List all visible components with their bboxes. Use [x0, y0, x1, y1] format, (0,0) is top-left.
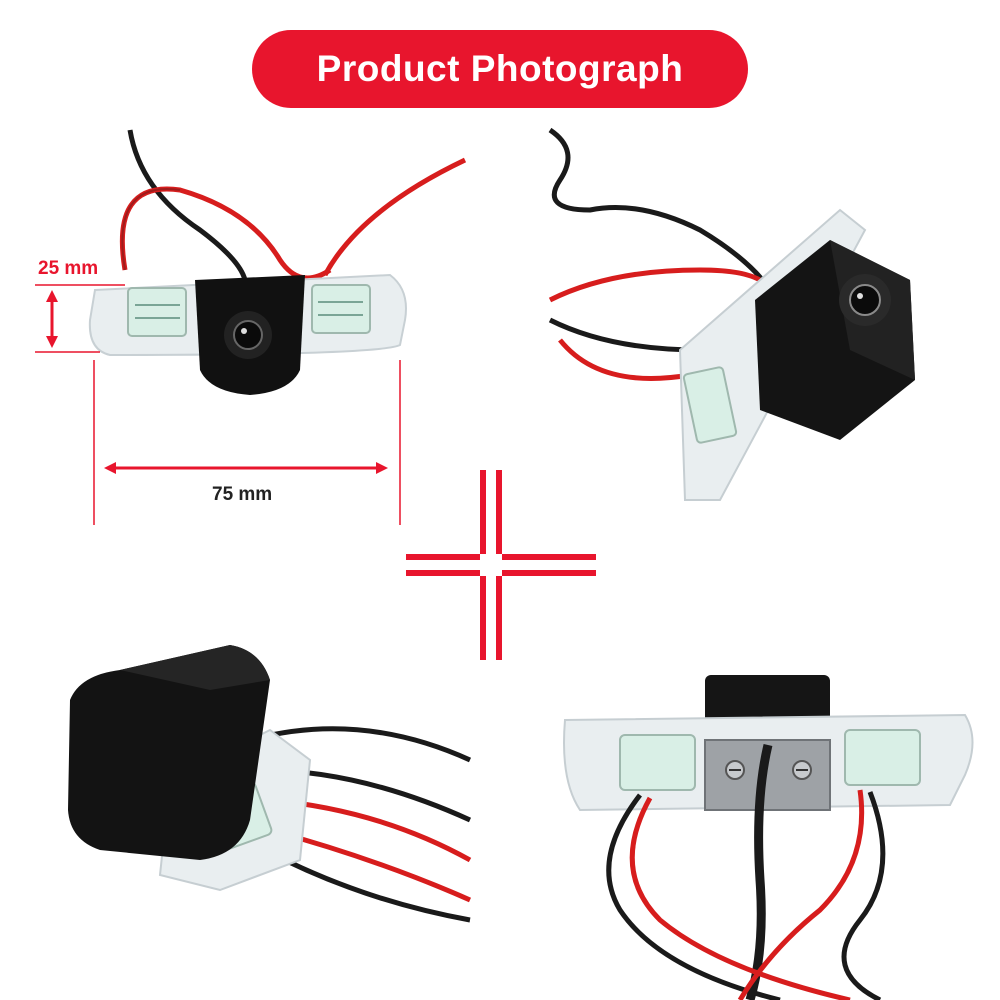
width-dimension-label: 75 mm	[212, 484, 273, 505]
height-dimension-label: 25 mm	[38, 258, 99, 279]
photo-angled-view	[520, 120, 1000, 540]
camera-rear-illustration	[563, 675, 974, 1000]
title-banner: Product Photograph	[252, 30, 748, 108]
photo-side-view	[0, 620, 480, 1000]
red-cross-divider	[406, 470, 596, 660]
camera-front-illustration	[35, 129, 467, 525]
photo-front-view	[0, 120, 480, 540]
banner-title: Product Photograph	[316, 48, 684, 89]
camera-angled-illustration	[548, 127, 915, 501]
photo-rear-view	[520, 620, 1000, 1000]
camera-side-illustration	[68, 645, 472, 923]
